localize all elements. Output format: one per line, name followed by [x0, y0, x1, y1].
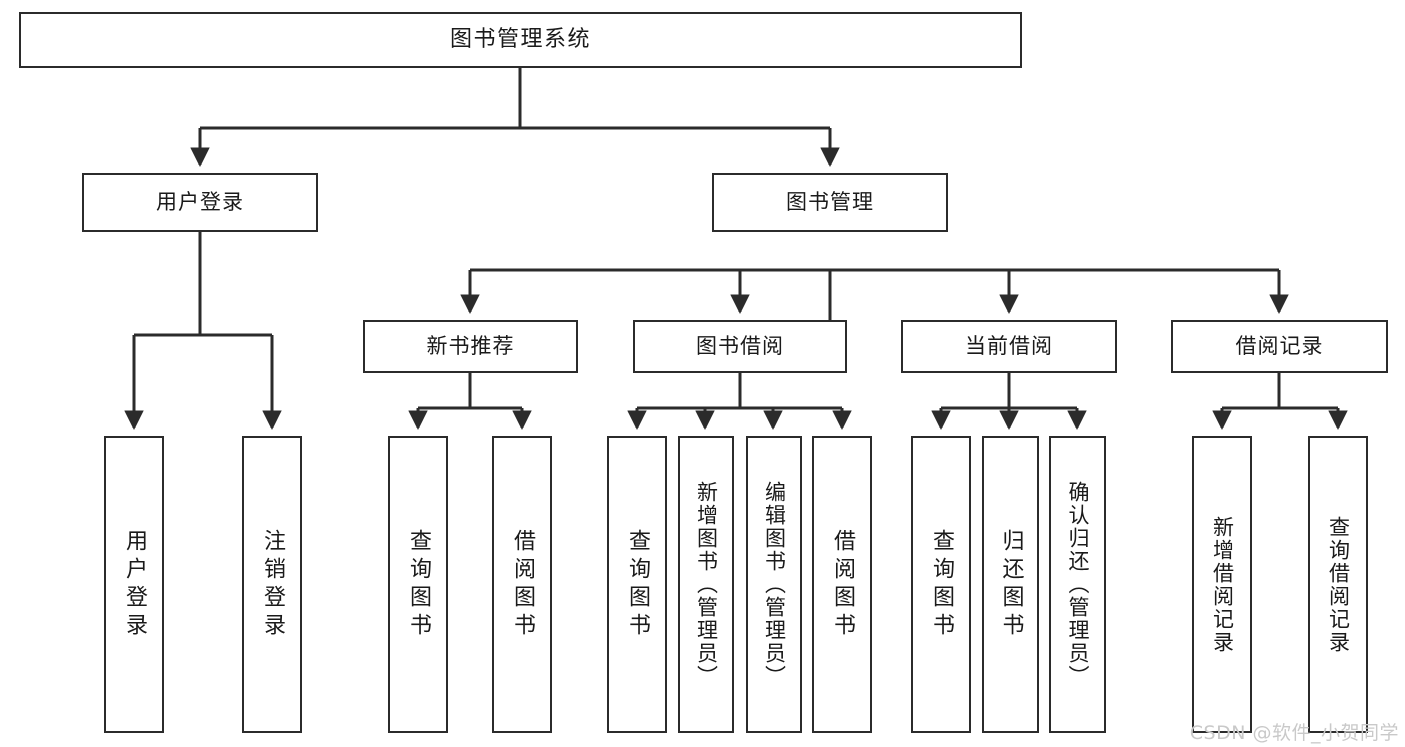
leaf-borrow-book-recommend[interactable]: 借阅图书: [492, 436, 552, 733]
node-label: 新增借阅记录: [1210, 515, 1235, 654]
node-label: 查询借阅记录: [1326, 515, 1351, 654]
node-label: 用户登录: [122, 528, 147, 641]
node-label: 查询图书: [406, 528, 431, 641]
node-label: 当前借阅: [965, 333, 1053, 358]
node-book-management[interactable]: 图书管理: [712, 173, 948, 232]
node-label: 新增图书（管理员）: [694, 481, 719, 688]
leaf-confirm-return-admin[interactable]: 确认归还（管理员）: [1049, 436, 1106, 733]
node-borrow-record[interactable]: 借阅记录: [1171, 320, 1388, 373]
node-label: 用户登录: [156, 189, 244, 214]
node-new-book-recommend[interactable]: 新书推荐: [363, 320, 578, 373]
node-label: 编辑图书（管理员）: [762, 481, 787, 688]
leaf-edit-book-admin[interactable]: 编辑图书（管理员）: [746, 436, 802, 733]
leaf-query-book-borrow[interactable]: 查询图书: [607, 436, 667, 733]
leaf-add-book-admin[interactable]: 新增图书（管理员）: [678, 436, 734, 733]
node-label: 图书管理系统: [449, 26, 591, 52]
leaf-query-book-current[interactable]: 查询图书: [911, 436, 971, 733]
leaf-logout[interactable]: 注销登录: [242, 436, 302, 733]
node-current-borrow[interactable]: 当前借阅: [901, 320, 1117, 373]
node-label: 图书管理: [786, 189, 874, 214]
node-label: 图书借阅: [696, 333, 784, 358]
leaf-borrow-book[interactable]: 借阅图书: [812, 436, 872, 733]
leaf-user-login[interactable]: 用户登录: [104, 436, 164, 733]
node-label: 查询图书: [929, 528, 954, 641]
node-label: 借阅记录: [1235, 333, 1324, 358]
node-user-login[interactable]: 用户登录: [82, 173, 318, 232]
node-book-borrow[interactable]: 图书借阅: [633, 320, 847, 373]
leaf-return-book[interactable]: 归还图书: [982, 436, 1039, 733]
leaf-query-book-recommend[interactable]: 查询图书: [388, 436, 448, 733]
node-root-system[interactable]: 图书管理系统: [19, 12, 1022, 68]
node-label: 借阅图书: [830, 528, 855, 641]
node-label: 查询图书: [625, 528, 650, 641]
leaf-add-borrow-record[interactable]: 新增借阅记录: [1192, 436, 1252, 733]
node-label: 注销登录: [260, 528, 285, 641]
node-label: 新书推荐: [426, 333, 515, 358]
node-label: 确认归还（管理员）: [1066, 481, 1090, 688]
leaf-query-borrow-record[interactable]: 查询借阅记录: [1308, 436, 1368, 733]
node-label: 借阅图书: [510, 528, 535, 641]
node-label: 归还图书: [998, 528, 1024, 641]
csdn-watermark: CSDN @软件_小贺同学: [1189, 722, 1399, 744]
